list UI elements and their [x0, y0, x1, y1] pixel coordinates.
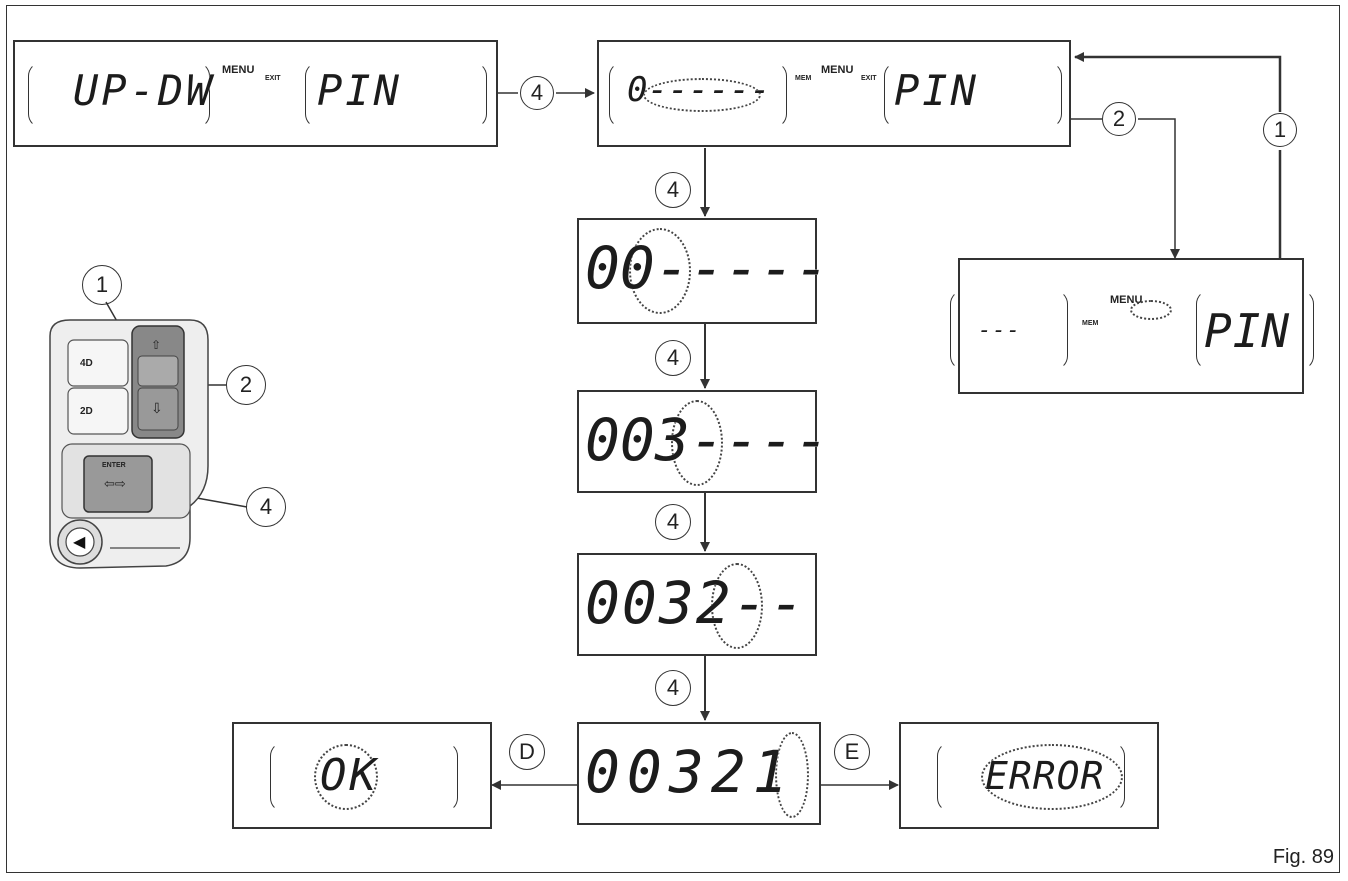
display-ok: OK — [232, 722, 492, 829]
lcd-segment-frame — [1196, 290, 1314, 370]
horn-icon[interactable]: ◀ — [73, 534, 86, 551]
menu-label: MENU — [821, 64, 854, 76]
blinking-digit — [775, 732, 809, 818]
callout-circle: 4 — [655, 172, 691, 208]
lcd-text-error: ERROR — [985, 754, 1105, 799]
button-4d-label: 4D — [80, 358, 93, 369]
blinking-digit — [711, 563, 763, 649]
callout-circle: 1 — [1263, 113, 1297, 147]
lcd-segment-frame — [950, 290, 1068, 370]
callout-circle: 4 — [520, 76, 554, 110]
blinking-indicator — [643, 78, 761, 112]
menu-label: MENU — [222, 64, 255, 76]
lcd-text-right: PIN — [894, 66, 979, 116]
lcd-digits: 003---- — [585, 406, 830, 475]
diagram-frame — [6, 5, 1340, 873]
display-pin-entry: 0------ MEM MENU EXIT PIN — [597, 40, 1071, 147]
display-step-3: 0032-- — [577, 553, 817, 656]
lcd-segment-frame — [28, 62, 210, 128]
lcd-text-left: 0------ — [627, 70, 771, 111]
arrow-up-icon[interactable]: ⇧ — [151, 338, 162, 352]
lcd-digits: 00321 — [585, 738, 795, 807]
mem-label: MEM — [795, 75, 812, 82]
exit-label: EXIT — [265, 75, 281, 82]
callout-circle: 4 — [655, 670, 691, 706]
exit-label: EXIT — [861, 75, 877, 82]
callout-circle: 1 — [82, 265, 122, 305]
callout-circle: 4 — [655, 504, 691, 540]
blinking-indicator — [981, 744, 1123, 810]
blinking-digit — [671, 400, 723, 486]
arrow-down-icon[interactable]: ⇩ — [151, 400, 163, 416]
lcd-segment-frame — [609, 62, 787, 128]
lcd-text-right: PIN — [317, 66, 402, 116]
blinking-indicator — [314, 744, 378, 810]
figure-label: Fig. 89 — [1272, 846, 1334, 868]
button-2d-label: 2D — [80, 406, 93, 417]
lcd-segment-frame — [937, 742, 1125, 812]
switch-housing — [49, 319, 209, 569]
display-step-1: 00----- — [577, 218, 830, 324]
lcd-digits: 00----- — [585, 234, 830, 303]
lcd-digits: 0032-- — [585, 569, 807, 638]
display-step-2: 003---- — [577, 390, 830, 493]
handlebar-switch: 4D 2D ENTER ⇧ ⇩ ⇦⇨ ◀ — [40, 316, 212, 574]
display-error: ERROR — [899, 722, 1159, 829]
lcd-segment-frame — [270, 742, 458, 812]
lcd-segment-frame — [305, 62, 487, 128]
callout-circle: E — [834, 734, 870, 770]
display-exit-menu: --- MEM MENU PIN — [950, 258, 1314, 394]
display-step-4: 00321 — [577, 722, 821, 825]
callout-circle: D — [509, 734, 545, 770]
mem-label: MEM — [1082, 320, 1099, 327]
enter-label: ENTER — [102, 462, 126, 469]
lcd-segment-frame — [884, 62, 1062, 128]
callout-circle: 2 — [1102, 102, 1136, 136]
display-start: UP-DW MENU EXIT PIN — [13, 40, 498, 147]
lcd-text-ok: OK — [320, 750, 379, 802]
blinking-exit-indicator — [1130, 300, 1172, 320]
lcd-text-left: --- — [978, 318, 1021, 344]
callout-circle: 2 — [226, 365, 266, 405]
lcd-text-left: UP-DW — [73, 66, 215, 116]
callout-circle: 4 — [655, 340, 691, 376]
left-right-arrows-icon[interactable]: ⇦⇨ — [104, 476, 126, 491]
callout-circle: 4 — [246, 487, 286, 527]
blinking-digit — [629, 228, 691, 314]
lcd-text-right: PIN — [1204, 304, 1291, 359]
